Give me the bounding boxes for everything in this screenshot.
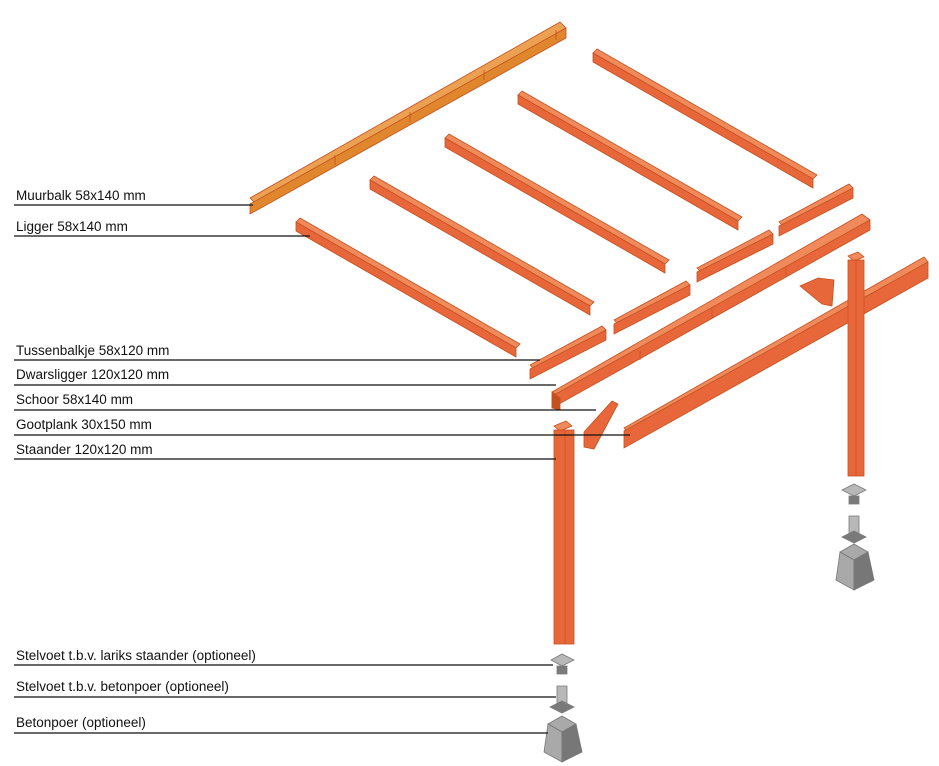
- ligger-beam-3: [444, 133, 670, 274]
- tussenbalkje-3: [696, 229, 774, 283]
- label-tussenbalkje: Tussenbalkje 58x120 mm: [16, 343, 170, 358]
- label-staander: Staander 120x120 mm: [16, 442, 153, 457]
- tussenbalkje-2: [613, 280, 691, 335]
- schoor-left: [583, 400, 619, 450]
- gootplank-beam: [623, 256, 929, 449]
- label-betonpoer: Betonpoer (optioneel): [16, 715, 146, 730]
- ligger-beam-1: [295, 217, 521, 358]
- label-schoor: Schoor 58x140 mm: [16, 392, 134, 407]
- betonpoer-left: [543, 715, 583, 763]
- tussenbalkje-4: [778, 183, 854, 237]
- label-gootplank: Gootplank 30x150 mm: [16, 417, 152, 432]
- stelvoet-staander-left: [550, 653, 575, 675]
- label-dwarsligger: Dwarsligger 120x120 mm: [16, 367, 170, 382]
- label-ligger: Ligger 58x140 mm: [16, 219, 128, 234]
- tussenbalkje-1: [529, 325, 607, 380]
- staander-right: [847, 251, 865, 477]
- ligger-beam-5: [592, 48, 818, 189]
- label-muurbalk: Muurbalk 58x140 mm: [16, 188, 146, 203]
- label-stelvoet-staander: Stelvoet t.b.v. lariks staander (optione…: [16, 648, 256, 663]
- dwarsligger-beam: [551, 213, 871, 411]
- stelvoet-betonpoer-left: [549, 685, 575, 714]
- ligger-beam-2: [369, 175, 595, 316]
- schoor-right: [799, 277, 835, 307]
- ligger-beam-4: [517, 90, 743, 231]
- label-stelvoet-betonpoer: Stelvoet t.b.v. betonpoer (optioneel): [16, 679, 229, 694]
- staander-left: [553, 420, 575, 645]
- betonpoer-right: [835, 543, 875, 591]
- muurbalk-beam: [249, 21, 567, 215]
- stelvoet-betonpoer-right: [841, 515, 867, 544]
- leader-lines: [14, 204, 630, 734]
- stelvoet-staander-right: [841, 483, 867, 505]
